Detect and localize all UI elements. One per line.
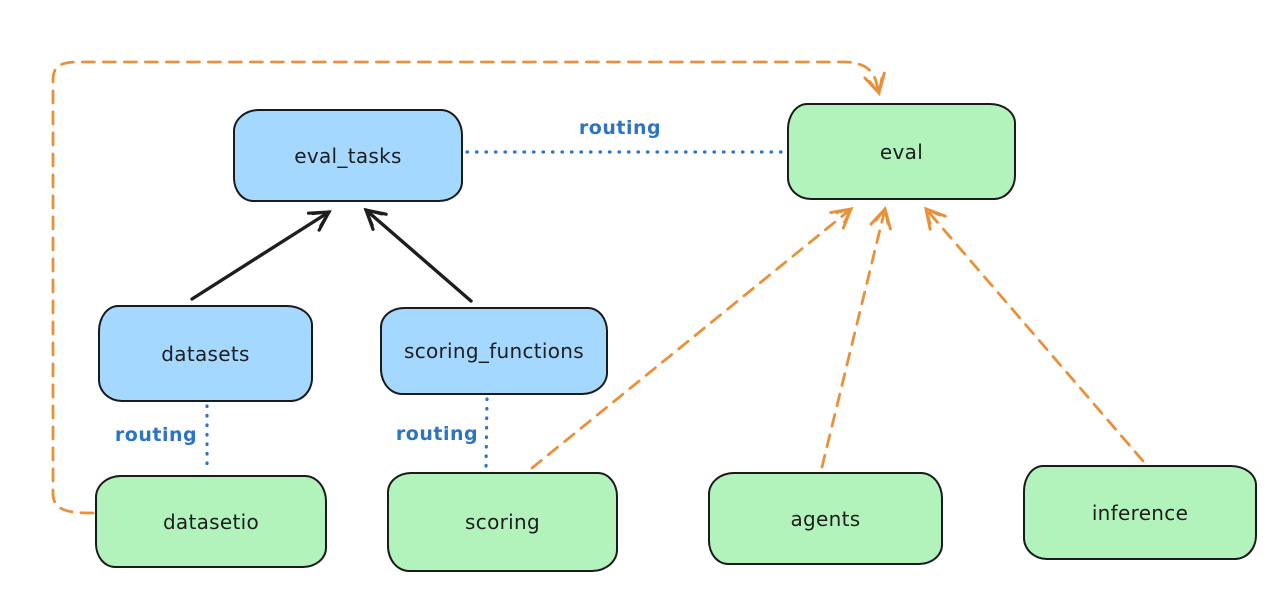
node-datasets-label: datasets: [161, 341, 250, 366]
node-agents: agents: [708, 472, 943, 565]
node-eval-tasks-label: eval_tasks: [294, 143, 402, 168]
node-eval-label: eval: [879, 139, 924, 164]
node-scoring-label: scoring: [465, 510, 540, 534]
node-datasets: datasets: [98, 305, 313, 402]
node-scoring: scoring: [387, 472, 618, 572]
arrow-datasets-to-eval-tasks: [190, 210, 332, 301]
node-eval-tasks: eval_tasks: [233, 109, 463, 202]
node-scoring-functions: scoring_functions: [380, 307, 608, 395]
node-datasetio: datasetio: [95, 475, 327, 568]
arrow-datasetio-loop-to-eval: [51, 60, 886, 515]
node-inference: inference: [1023, 465, 1257, 560]
arrow-agents-to-eval: [820, 205, 892, 469]
edge-label-routing-datasets: routing: [114, 424, 198, 446]
node-scoring-functions-label: scoring_functions: [403, 339, 585, 363]
edge-label-routing-top: routing: [578, 117, 662, 139]
node-datasetio-label: datasetio: [162, 509, 260, 534]
edge-label-routing-scoring: routing: [395, 423, 479, 445]
node-eval: eval: [787, 103, 1016, 200]
node-inference-label: inference: [1091, 500, 1189, 525]
routing-line-scoring-functions-to-scoring: [484, 397, 489, 470]
arrow-scoring-to-eval: [530, 207, 854, 470]
arrow-scoring-functions-to-eval-tasks: [363, 207, 473, 303]
arrow-inference-to-eval: [923, 206, 1145, 463]
node-agents-label: agents: [790, 506, 861, 531]
